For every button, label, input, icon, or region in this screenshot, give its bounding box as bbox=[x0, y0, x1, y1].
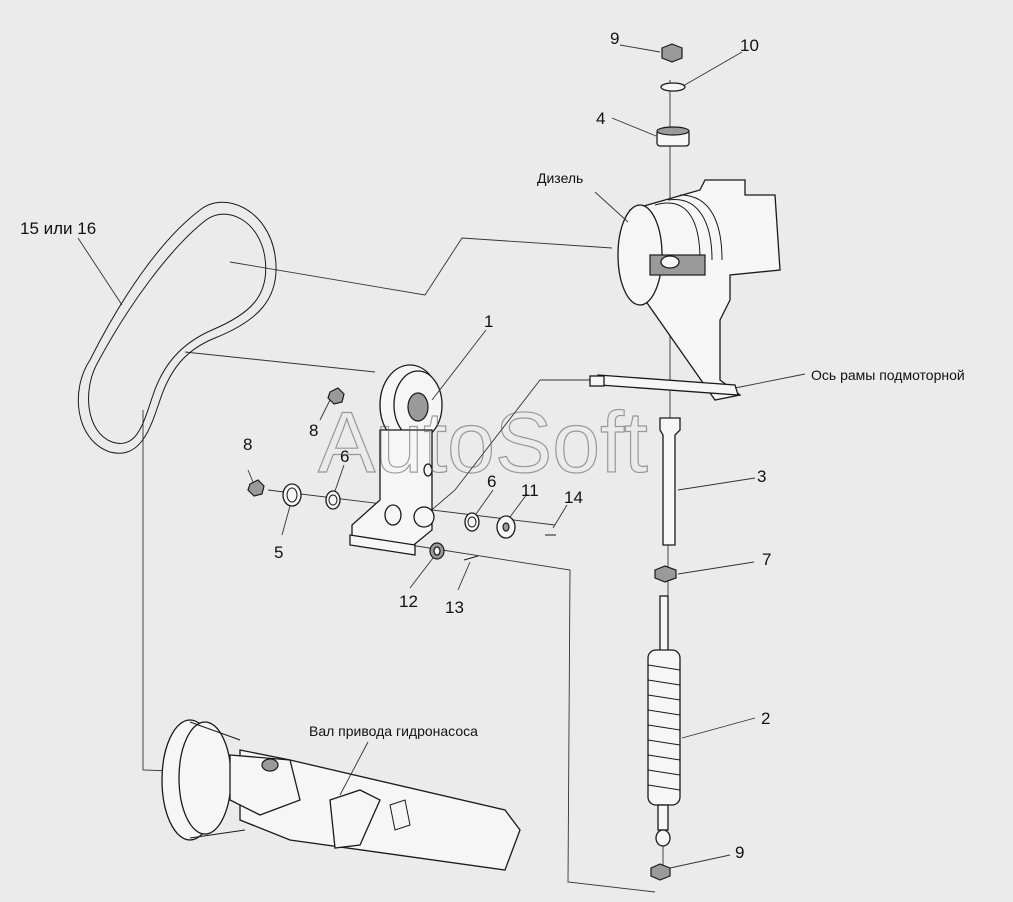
callout-10: 10 bbox=[740, 36, 759, 55]
callout-4: 4 bbox=[596, 109, 605, 128]
callout-2: 2 bbox=[761, 709, 770, 728]
tension-stack bbox=[647, 43, 690, 881]
watermark: AutoSoft bbox=[318, 395, 648, 491]
callout-6-left: 6 bbox=[340, 447, 349, 466]
fasteners-right bbox=[429, 512, 556, 561]
caption-diesel: Дизель bbox=[537, 170, 583, 186]
callout-8-upper: 8 bbox=[309, 421, 318, 440]
callout-13: 13 bbox=[445, 598, 464, 617]
callout-15-16: 15 или 16 bbox=[20, 219, 96, 238]
caption-frame-axle: Ось рамы подмоторной bbox=[811, 367, 965, 383]
callout-9-bottom: 9 bbox=[735, 843, 744, 862]
tensioner-assembly bbox=[349, 364, 443, 556]
leader-lines bbox=[77, 44, 806, 869]
callout-8-left: 8 bbox=[243, 435, 252, 454]
callout-1: 1 bbox=[484, 312, 493, 331]
callout-14: 14 bbox=[564, 488, 583, 507]
callout-11: 11 bbox=[521, 481, 539, 500]
diesel-bracket bbox=[617, 179, 781, 401]
fasteners-left bbox=[247, 387, 345, 510]
callout-12: 12 bbox=[399, 592, 418, 611]
frame-axle bbox=[589, 374, 739, 396]
captions: Дизель Ось рамы подмоторной Вал привода … bbox=[309, 170, 965, 739]
callout-3: 3 bbox=[757, 467, 766, 486]
callout-5: 5 bbox=[274, 543, 283, 562]
callout-6-right: 6 bbox=[487, 472, 496, 491]
callout-7: 7 bbox=[762, 550, 771, 569]
caption-pump-shaft: Вал привода гидронасоса bbox=[309, 723, 478, 739]
callouts: 15 или 16 1 2 3 4 5 6 6 7 8 8 9 9 10 11 … bbox=[20, 29, 771, 862]
drive-belt bbox=[77, 201, 277, 454]
callout-9-top: 9 bbox=[610, 29, 619, 48]
pump-drive-shaft bbox=[161, 719, 521, 871]
